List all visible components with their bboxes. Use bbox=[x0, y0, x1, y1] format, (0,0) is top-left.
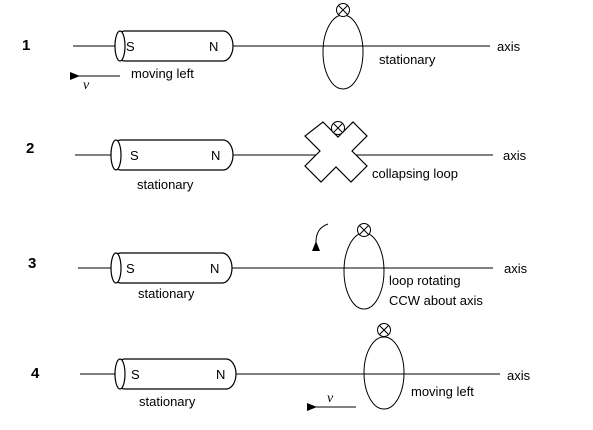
bar-magnet bbox=[110, 139, 234, 171]
axis-label: axis bbox=[497, 39, 521, 54]
loop-state-label-line2: CCW about axis bbox=[389, 293, 483, 308]
magnet-north-pole: N bbox=[209, 39, 218, 54]
scenario-2: 2 S N stationary collapsing loop axis bbox=[26, 121, 527, 192]
axis-label: axis bbox=[507, 368, 531, 383]
scenario-4: 4 S N stationary v moving left axis bbox=[31, 323, 531, 411]
velocity-symbol: v bbox=[83, 78, 90, 93]
magnet-south-pole: S bbox=[131, 367, 140, 382]
magnet-south-pole: S bbox=[130, 148, 139, 163]
magnet-state-label: moving left bbox=[131, 66, 194, 81]
axis-label: axis bbox=[503, 148, 527, 163]
wire-loop bbox=[322, 14, 364, 90]
magnet-state-label: stationary bbox=[137, 177, 194, 192]
scenario-number: 3 bbox=[28, 255, 36, 272]
loop-state-label: moving left bbox=[411, 384, 474, 399]
current-into-page-icon bbox=[357, 223, 371, 237]
current-into-page-icon bbox=[336, 3, 350, 17]
magnet-state-label: stationary bbox=[139, 394, 196, 409]
current-into-page-icon bbox=[377, 323, 391, 337]
magnet-north-pole: N bbox=[211, 148, 220, 163]
loop-state-label: collapsing loop bbox=[372, 166, 458, 181]
collapsing-loop bbox=[304, 121, 368, 183]
scenario-number: 1 bbox=[22, 37, 30, 54]
magnet-state-label: stationary bbox=[138, 286, 195, 301]
scenario-1: 1 S N moving left v stationary axis bbox=[22, 3, 521, 93]
velocity-symbol: v bbox=[327, 391, 334, 406]
wire-loop bbox=[343, 232, 385, 310]
scenario-3: 3 S N stationary loop rotating CCW about… bbox=[28, 223, 528, 310]
magnet-north-pole: N bbox=[210, 261, 219, 276]
bar-magnet bbox=[114, 358, 237, 390]
current-into-page-icon bbox=[331, 121, 345, 135]
loop-state-label-line1: loop rotating bbox=[389, 273, 461, 288]
wire-loop bbox=[363, 336, 405, 410]
magnet-south-pole: S bbox=[126, 39, 135, 54]
bar-magnet bbox=[114, 30, 234, 62]
axis-label: axis bbox=[504, 261, 528, 276]
magnet-south-pole: S bbox=[126, 261, 135, 276]
loop-state-label: stationary bbox=[379, 52, 436, 67]
rotation-arrow bbox=[311, 223, 329, 252]
scenario-number: 4 bbox=[31, 365, 40, 382]
scenario-number: 2 bbox=[26, 140, 34, 157]
bar-magnet bbox=[110, 252, 233, 284]
magnet-north-pole: N bbox=[216, 367, 225, 382]
